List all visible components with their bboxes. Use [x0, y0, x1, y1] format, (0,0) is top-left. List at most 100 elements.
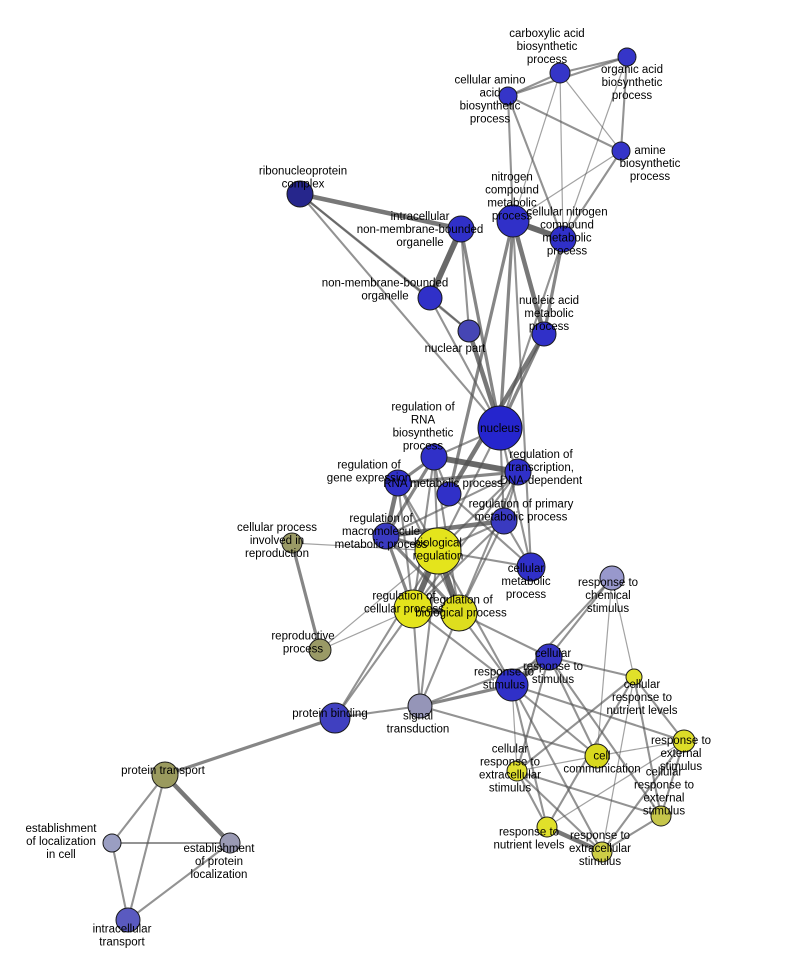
node-nmbo[interactable]: [417, 285, 443, 311]
node-cellrespnutrient[interactable]: [625, 668, 643, 686]
edge-nmbo-nucleus: [428, 296, 502, 430]
node-intratrans[interactable]: [115, 907, 141, 933]
edge-respstim-respnutrient: [510, 683, 549, 829]
label-rnamet: RNA metabolic process: [383, 478, 503, 490]
label-prottrans: protein transport: [121, 765, 206, 777]
node-nitrogen[interactable]: [496, 204, 530, 238]
node-cellrespext[interactable]: [650, 805, 672, 827]
node-respnutrient[interactable]: [536, 816, 558, 838]
node-respext[interactable]: [672, 729, 696, 753]
edge-nucleus-cellmet: [498, 426, 533, 569]
edge-regcell-respstim: [411, 607, 514, 687]
node-cellmet[interactable]: [516, 552, 546, 582]
edge-respstim-respext: [510, 683, 686, 743]
node-signal[interactable]: [407, 693, 433, 719]
edge-nitrogen-cellmet: [511, 219, 533, 569]
edge-respext-cellcomm: [596, 740, 685, 757]
node-nuclearpart[interactable]: [457, 319, 481, 343]
node-reggene[interactable]: [384, 469, 412, 497]
node-carboxylic[interactable]: [549, 62, 571, 84]
edge-regrna-regmacro: [384, 455, 436, 538]
node-protbind[interactable]: [319, 702, 351, 734]
node-respstim[interactable]: [495, 668, 529, 702]
node-repro[interactable]: [308, 638, 332, 662]
edge-organic-amine: [619, 55, 629, 153]
edge-respchem-cellrespstim: [547, 576, 614, 659]
node-prottrans[interactable]: [151, 761, 179, 789]
node-cellrespstim[interactable]: [535, 643, 563, 671]
node-cellrespextra[interactable]: [506, 760, 528, 782]
node-intranmbo[interactable]: [447, 215, 475, 243]
edge-regtrans-regbiol: [457, 470, 520, 615]
edge-cellrespext-respextra: [600, 814, 663, 854]
edge-intranmbo-nucleus: [459, 227, 502, 430]
edge-reggene-regcell: [396, 481, 415, 611]
edge-cellrespextra-respnutrient: [515, 769, 549, 829]
edge-organic-cellnitro: [562, 56, 628, 240]
node-rnamet[interactable]: [436, 481, 462, 507]
node-regmacro[interactable]: [372, 522, 400, 550]
edge-rnamet-cellmet: [447, 492, 533, 569]
node-regrna[interactable]: [420, 443, 448, 471]
edge-respstim-cellcomm: [510, 683, 599, 758]
node-cellnitro[interactable]: [549, 225, 577, 253]
node-estprotloc[interactable]: [219, 832, 241, 854]
node-cellcomm[interactable]: [584, 743, 610, 769]
node-amine[interactable]: [611, 141, 631, 161]
edge-intranmbo-nuclearpart: [459, 227, 471, 333]
edge-cellrespnutrient-respextra: [601, 676, 635, 853]
edge-regtrans-reggene: [396, 470, 520, 485]
edge-cellnitro-nucleic: [542, 237, 565, 336]
edge-biolreg-protbind: [333, 549, 440, 720]
edge-regcell-protbind: [333, 607, 415, 720]
node-respextra[interactable]: [591, 841, 613, 863]
edge-cellcomm-cellrespextra: [516, 755, 598, 772]
edge-nitrogen-nucleus: [498, 219, 515, 430]
node-regtrans[interactable]: [504, 458, 532, 486]
node-nucleic[interactable]: [531, 321, 557, 347]
edge-cellcomm-signal: [418, 704, 599, 758]
node-regcell[interactable]: [393, 589, 433, 629]
edge-respext-cellrespext: [659, 739, 686, 818]
edge-respstim-respextra: [510, 683, 604, 854]
edge-respchem-cellrespnutrient: [611, 577, 635, 678]
node-organic[interactable]: [617, 47, 637, 67]
node-nucleus[interactable]: [477, 405, 523, 451]
node-regprimary[interactable]: [490, 507, 518, 535]
edge-biolreg-signal: [418, 549, 440, 708]
node-ribo[interactable]: [286, 180, 314, 208]
node-respchem[interactable]: [599, 565, 625, 591]
edge-regtrans-regcell: [411, 470, 520, 611]
edge-respchem-respstim: [510, 576, 614, 687]
edge-biolreg-repro: [319, 550, 439, 651]
node-regbiol[interactable]: [440, 594, 478, 632]
node-cellrepro[interactable]: [281, 532, 303, 554]
node-biolreg[interactable]: [414, 527, 462, 575]
edge-prottrans-estlocell: [110, 773, 167, 845]
node-estlocell[interactable]: [102, 833, 122, 853]
node-amino[interactable]: [498, 86, 518, 106]
edge-carboxylic-cellnitro: [559, 72, 564, 240]
edge-cellrespnutrient-cellrespextra: [515, 675, 636, 773]
